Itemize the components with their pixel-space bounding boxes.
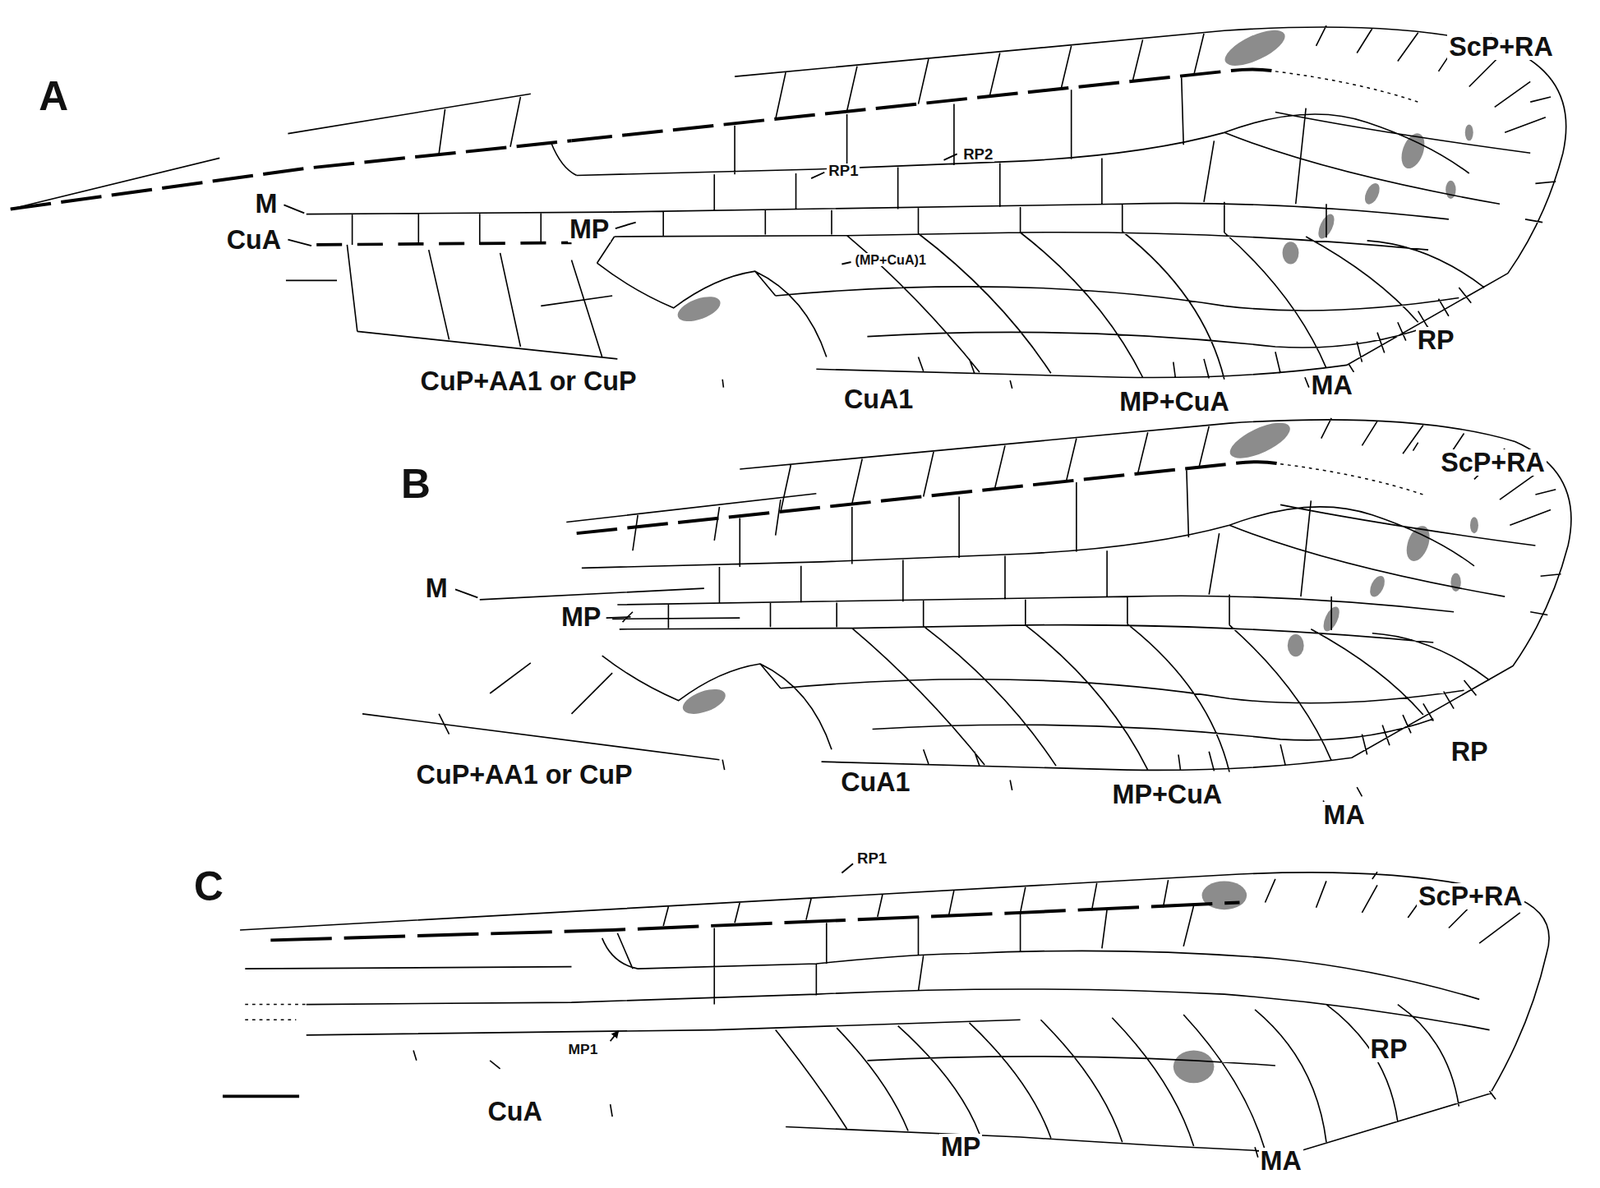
vein-label: RP1 xyxy=(855,851,889,867)
panel-letter: A xyxy=(36,76,70,118)
vein-label: M xyxy=(424,575,450,602)
vein-label: CuP+AA1 or CuP xyxy=(419,368,639,395)
vein-label: MP1 xyxy=(567,1042,600,1057)
vein-label: CuA xyxy=(486,1098,545,1126)
vein-label: RP1 xyxy=(826,163,860,180)
vein-label: MA xyxy=(1322,802,1367,829)
panel-letter: C xyxy=(192,866,226,909)
vein-label: MP+CuA xyxy=(1111,781,1225,808)
vein-label: RP xyxy=(1449,738,1490,766)
vein-label: CuA1 xyxy=(839,769,912,796)
vein-label: (MP+CuA)1 xyxy=(853,253,928,267)
vein-label: ScP+RA xyxy=(1416,883,1525,910)
panel-letter: B xyxy=(399,464,433,506)
vein-label: M xyxy=(253,190,279,217)
vein-label: CuA1 xyxy=(842,386,915,413)
vein-label: RP2 xyxy=(961,147,995,163)
vein-label: MP xyxy=(559,604,603,631)
vein-label: RP xyxy=(1369,1036,1410,1063)
vein-label: ScP+RA xyxy=(1447,33,1555,60)
vein-label: RP xyxy=(1415,327,1457,354)
vein-label: MP xyxy=(567,216,611,243)
vein-label: MP+CuA xyxy=(1117,388,1232,415)
vein-label: MA xyxy=(1258,1148,1304,1175)
vein-label: CuA xyxy=(225,226,283,254)
vein-label: MA xyxy=(1309,372,1355,399)
vein-label: MP xyxy=(939,1134,983,1161)
vein-label: CuP+AA1 or CuP xyxy=(414,761,635,789)
vein-label: ScP+RA xyxy=(1438,449,1547,476)
